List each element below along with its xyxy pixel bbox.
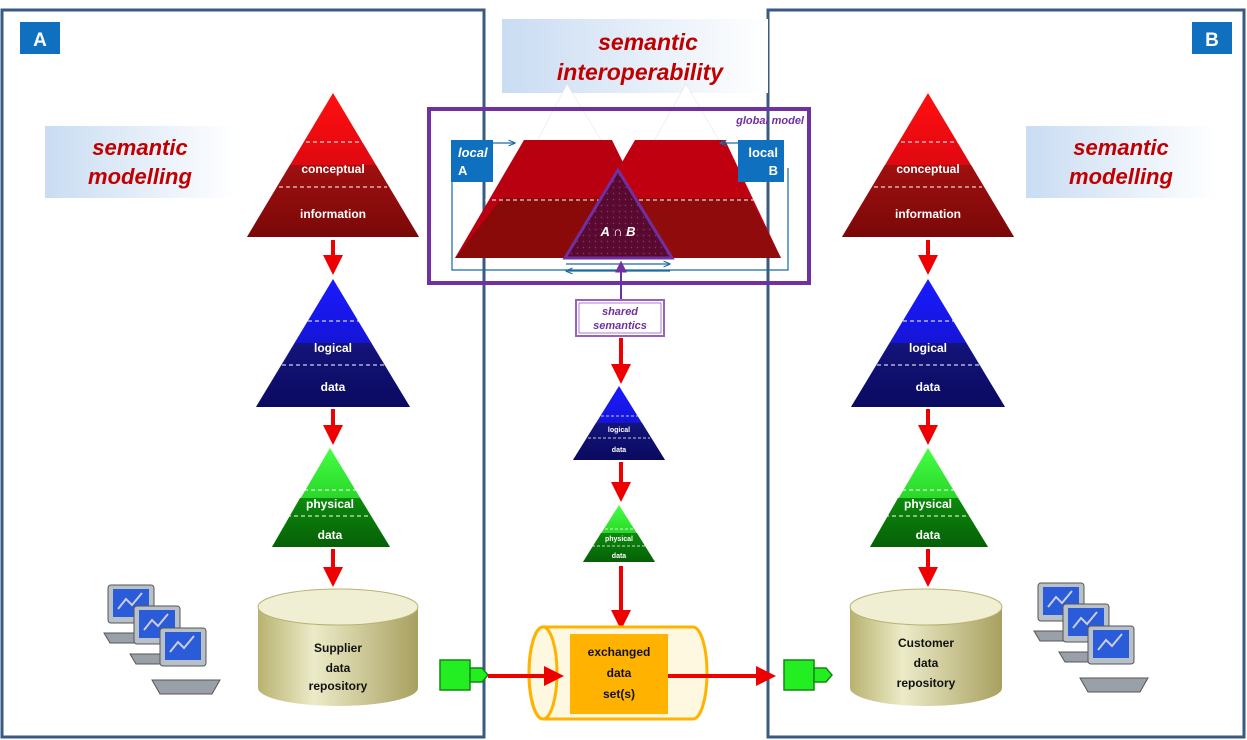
panel-a-badge-label: A xyxy=(33,30,47,51)
local-a-line1: local xyxy=(458,145,488,160)
local-b-line2: B xyxy=(769,163,778,178)
customer-repo-line2: data xyxy=(914,656,939,670)
panel-b-frame xyxy=(766,8,1246,739)
interop-box xyxy=(502,19,768,93)
left-data-logical-label: data xyxy=(321,380,346,394)
exchange-line1: exchanged xyxy=(588,645,651,659)
left-physical-pyramid: physical data xyxy=(272,448,390,547)
panel-b-badge xyxy=(1192,22,1232,54)
customer-cylinder-top xyxy=(849,588,1003,626)
right-conceptual-pyramid: conceptual information xyxy=(842,93,1014,237)
right-conceptual-label: conceptual xyxy=(896,162,959,176)
panel-a-frame xyxy=(0,8,486,739)
left-information-shape xyxy=(247,165,419,237)
left-modelling-box xyxy=(45,126,235,198)
left-semantic-modelling-label: semantic modelling xyxy=(45,126,235,198)
panel-a-badge xyxy=(20,22,60,54)
exchanged-data-sets: exchanged data set(s) xyxy=(527,625,709,721)
center-logical-label: logical xyxy=(608,427,630,434)
supplier-cylinder-top xyxy=(257,588,419,626)
left-physical-label: physical xyxy=(306,497,354,511)
customer-repo-line1: Customer xyxy=(898,636,954,650)
left-logical-label: logical xyxy=(314,341,352,355)
local-b-line1: local xyxy=(748,145,778,160)
left-data-shape xyxy=(256,343,410,407)
right-data-logical-label: data xyxy=(916,380,941,394)
left-data-physical-shape xyxy=(272,498,390,547)
right-information-label: information xyxy=(895,207,961,221)
right-modelling-line1: semantic xyxy=(1073,135,1168,160)
center-data-physical-shape xyxy=(583,533,655,562)
exchange-line3: set(s) xyxy=(603,687,635,701)
interop-line2: interoperability xyxy=(557,59,724,85)
panel-a: A xyxy=(0,8,486,739)
right-logical-pyramid: logical data xyxy=(851,279,1005,407)
right-semantic-modelling-label: semantic modelling xyxy=(1026,126,1216,198)
left-computers-icon xyxy=(103,584,221,695)
shared-line2: semantics xyxy=(593,320,647,332)
right-data-shape xyxy=(851,343,1005,407)
right-data-physical-shape xyxy=(870,498,988,547)
left-modelling-line2: modelling xyxy=(88,164,192,189)
interop-line1: semantic xyxy=(598,29,698,55)
right-physical-pyramid: physical data xyxy=(870,448,988,547)
supplier-cylinder-body xyxy=(258,607,418,706)
supplier-repo-line2: data xyxy=(326,661,351,675)
panel-b-badge-label: B xyxy=(1205,30,1219,51)
global-model-label: global model xyxy=(735,115,805,127)
left-modelling-line1: semantic xyxy=(92,135,187,160)
center-logical-pyramid: logical data xyxy=(573,386,665,460)
right-data-physical-label: data xyxy=(916,528,941,542)
shared-line1: shared xyxy=(602,306,638,318)
shared-semantics-box: shared semantics xyxy=(575,299,665,337)
center-data-logical-label: data xyxy=(612,447,627,454)
center-physical-label: physical xyxy=(605,536,633,543)
right-modelling-box xyxy=(1026,126,1216,198)
center-physical-pyramid: physical data xyxy=(583,505,655,562)
left-data-physical-label: data xyxy=(318,528,343,542)
local-a-line2: A xyxy=(458,163,468,178)
customer-repo-line3: repository xyxy=(897,676,956,690)
left-conceptual-label: conceptual xyxy=(301,162,364,176)
right-connector-icon xyxy=(783,659,833,691)
exchange-line2: data xyxy=(607,666,632,680)
exchange-box xyxy=(570,634,668,714)
panel-b: B xyxy=(766,8,1246,739)
center-data-shape xyxy=(573,423,665,460)
global-model-group: A ∩ B local A local B global model xyxy=(427,83,811,285)
right-physical-label: physical xyxy=(904,497,952,511)
customer-cylinder-body xyxy=(850,607,1002,706)
right-information-shape xyxy=(842,165,1014,237)
customer-repository-cylinder: Customer data repository xyxy=(849,588,1003,706)
left-information-label: information xyxy=(300,207,366,221)
right-logical-label: logical xyxy=(909,341,947,355)
right-modelling-line2: modelling xyxy=(1069,164,1173,189)
left-connector-icon xyxy=(439,659,489,691)
supplier-repo-line3: repository xyxy=(309,679,368,693)
local-b-badge xyxy=(738,140,784,182)
global-model-frame xyxy=(427,107,811,285)
intersection-triangle xyxy=(562,167,675,260)
local-a-badge xyxy=(451,140,493,182)
intersection-label: A ∩ B xyxy=(600,224,636,239)
left-logical-pyramid: logical data xyxy=(256,279,410,407)
left-conceptual-pyramid: conceptual information xyxy=(247,93,419,237)
center-data-physical-label: data xyxy=(612,553,627,560)
right-computers-icon xyxy=(1033,582,1149,693)
supplier-repo-line1: Supplier xyxy=(314,641,362,655)
supplier-repository-cylinder: Supplier data repository xyxy=(257,588,419,706)
semantic-interoperability-label: semantic interoperability xyxy=(502,19,768,93)
